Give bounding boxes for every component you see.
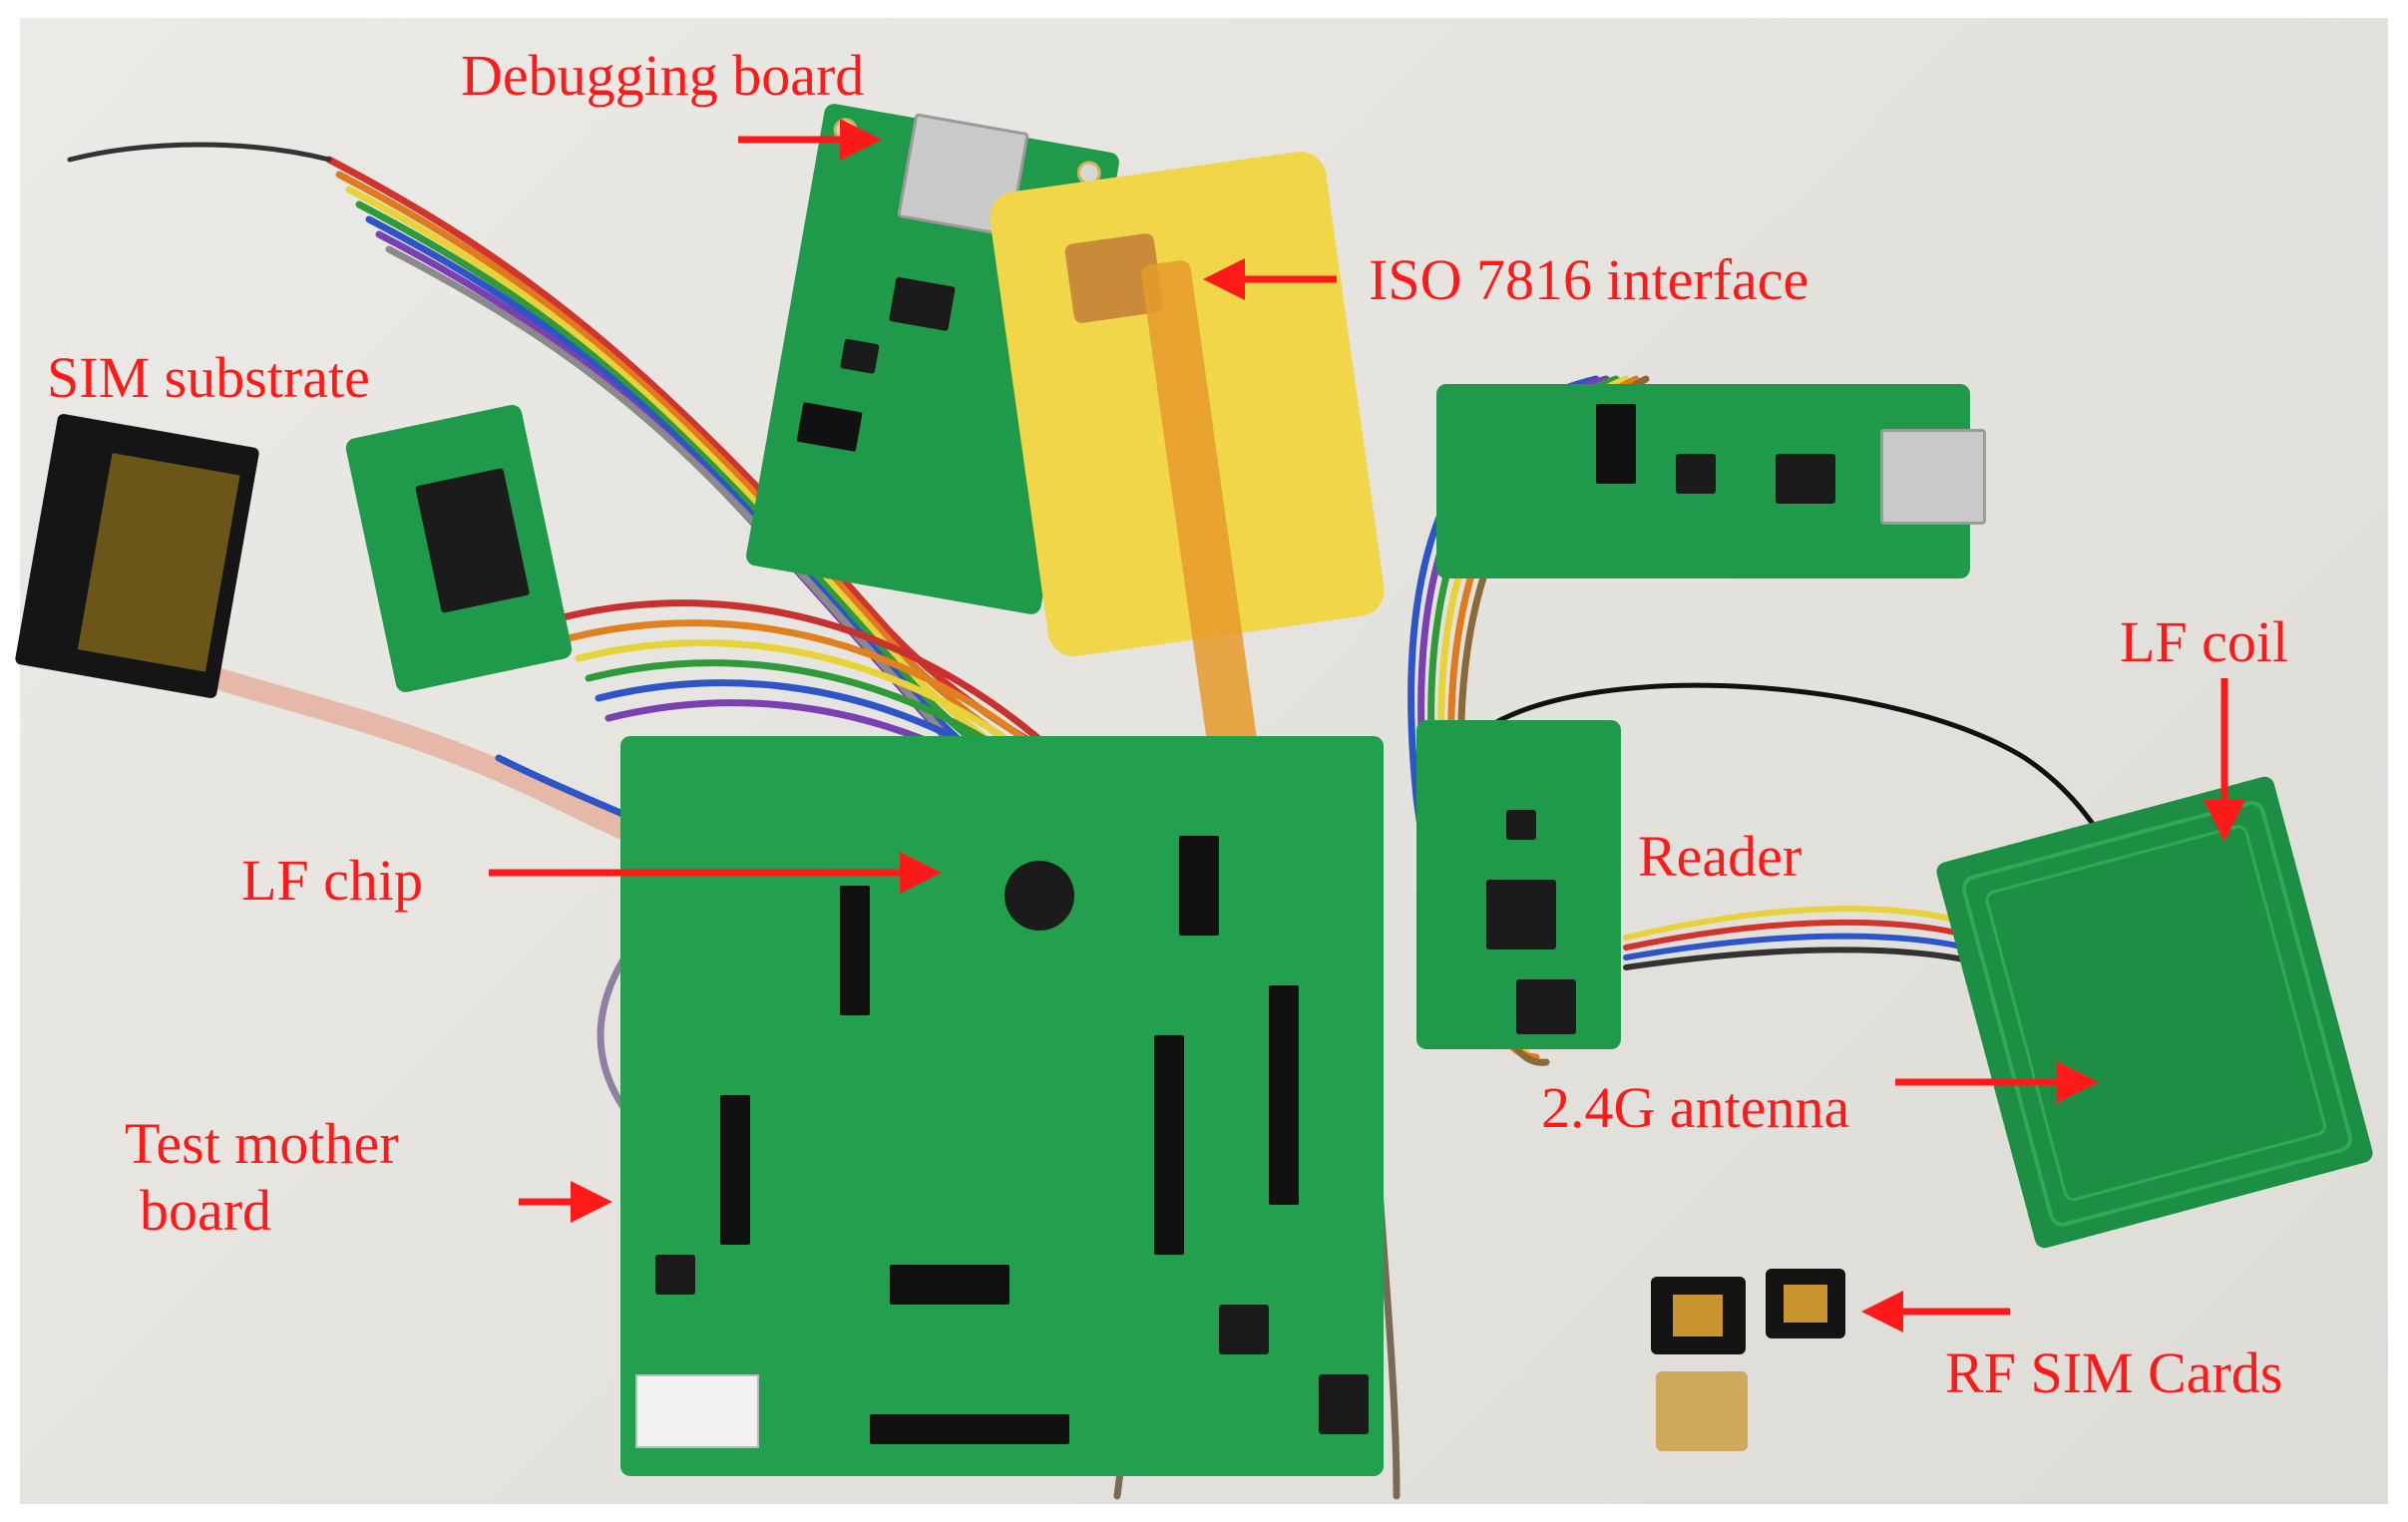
label-test-mother-board-line2: board <box>140 1178 272 1243</box>
button <box>655 1255 695 1295</box>
upper-right-board <box>1436 384 1986 578</box>
ic-chip <box>1776 454 1835 504</box>
label-antenna: 2.4G antenna <box>1541 1075 1850 1140</box>
pin-header <box>1269 985 1299 1205</box>
label-reader: Reader <box>1638 824 1803 889</box>
label-lf-coil: LF coil <box>2120 609 2289 674</box>
pin-header <box>720 1095 750 1245</box>
label-sim-substrate: SIM substrate <box>47 345 370 410</box>
dc-jack <box>1319 1374 1369 1434</box>
label-debugging-board: Debugging board <box>461 43 865 108</box>
rf-sim-card <box>1651 1277 1746 1354</box>
usb-connector <box>1880 429 1986 525</box>
pin-header <box>1596 404 1636 484</box>
contact-pad <box>1784 1285 1827 1323</box>
pin-header <box>840 886 870 1015</box>
pin-header <box>1179 836 1219 936</box>
contact-pad <box>1673 1295 1723 1336</box>
label-lf-chip: LF chip <box>241 848 424 913</box>
ic-chip <box>1486 880 1556 950</box>
label-rf-sim-cards: RF SIM Cards <box>1945 1340 2283 1405</box>
handwritten-tag <box>635 1374 759 1448</box>
pin-header <box>870 1414 1069 1444</box>
reader-board <box>1416 720 1621 1049</box>
label-test-mother-board-line1: Test mother <box>125 1111 399 1176</box>
pin-header <box>890 1265 1009 1305</box>
rf-sim-card <box>1656 1371 1748 1451</box>
ic-chip <box>1506 810 1536 840</box>
rf-sim-card <box>1766 1269 1845 1338</box>
button <box>1676 454 1716 494</box>
test-mother-board <box>620 736 1384 1476</box>
ic-chip <box>1516 979 1576 1034</box>
buzzer <box>1004 861 1074 931</box>
pin-header <box>1154 1035 1184 1255</box>
ic-chip <box>1219 1305 1269 1354</box>
label-iso-interface: ISO 7816 interface <box>1369 247 1809 312</box>
